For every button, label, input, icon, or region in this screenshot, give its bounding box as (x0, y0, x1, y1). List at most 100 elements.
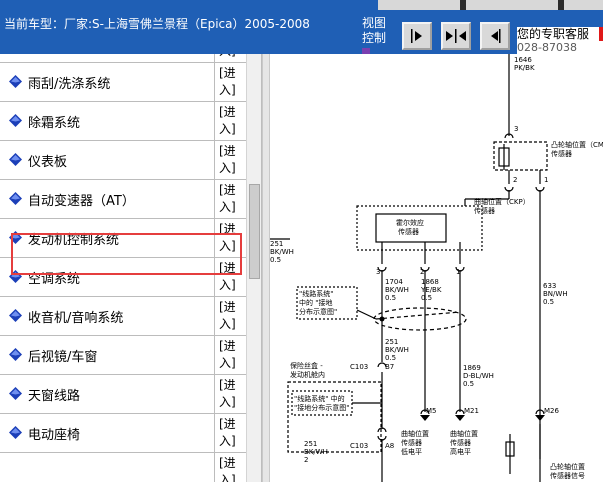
wire-1704-color: BK/WH (385, 286, 409, 294)
fit-page-button[interactable] (402, 22, 432, 50)
cmp-sensor-label2: 传感器 (551, 149, 572, 158)
diamond-bullet-icon (9, 153, 22, 166)
menu-item[interactable]: 后视镜/车窗 [进入] (0, 336, 246, 375)
circuit-note-b2: "接地分布示意图" (294, 403, 349, 412)
wire-251-bottom-size: 2 (304, 456, 308, 464)
enter-link[interactable]: [进入] (219, 378, 236, 409)
pin-m21: M21 (464, 407, 479, 415)
wire-251-mid-color: BK/WH (385, 346, 409, 354)
fusebox-label: 保险丝盒 - (290, 361, 323, 370)
hall-effect-label2: 传感器 (398, 227, 419, 236)
menu-column-divider (214, 258, 215, 296)
menu-item[interactable]: 空调系统 [进入] (0, 258, 246, 297)
previous-icon (491, 29, 501, 43)
ckp-low-label: 曲轴位置 (401, 429, 429, 438)
menu-item-label: 雨刮/洗涤系统 (28, 77, 111, 92)
current-vehicle-text: 当前车型：厂家:S-上海雪佛兰景程（Epica）2005-2008 (4, 17, 310, 31)
wire-251-mid-size: 0.5 (385, 354, 396, 362)
cam-signal-label: 凸轮轴位置 (550, 462, 585, 471)
menu-item-label: 仪表板 (28, 155, 68, 170)
wire-1704-size: 0.5 (385, 294, 396, 302)
menu-item[interactable]: 内部照明系统[进入] (0, 54, 246, 63)
wiring-diagram: 1646 PK/BK 3 凸轮轴位置（CMP） 传感器 2 1 曲轴位置（CKP… (270, 54, 603, 482)
fit-width-button[interactable] (441, 22, 471, 50)
cam-signal-label2: 传感器信号 (550, 471, 585, 480)
fit-width-icon (446, 29, 466, 43)
menu-item[interactable]: 雨刮/洗涤系统 [进入] (0, 63, 246, 102)
wire-1868-size: 0.5 (421, 294, 432, 302)
ckp-high-label2: 传感器 (450, 438, 471, 447)
wire-251-bottom-color: BK/WH (304, 448, 328, 456)
enter-link[interactable]: [进入] (219, 66, 236, 97)
pin-m5: M5 (426, 407, 437, 415)
enter-link[interactable]: [进入] (219, 144, 236, 175)
menu-item[interactable]: 电动座椅 [进入] (0, 414, 246, 453)
pin-a8: A8 (385, 442, 394, 450)
enter-link[interactable]: [进入] (219, 105, 236, 136)
wire-251-bottom: 251 (304, 440, 317, 448)
ckp-low-label2: 传感器 (401, 438, 422, 447)
cmp-sensor-label: 凸轮轴位置（CMP） (551, 140, 603, 149)
enter-link[interactable]: [进入] (219, 54, 241, 60)
menu-item[interactable]: [进入] (0, 453, 246, 482)
menu-item-label: 电动座椅 (28, 428, 81, 443)
diamond-bullet-icon (9, 426, 22, 439)
wire-251-left: 251 (270, 240, 283, 248)
top-toolbar-strip (378, 0, 603, 10)
menu-item-label: 除霜系统 (28, 116, 81, 131)
ckp-sensor-label2: 传感器 (474, 206, 495, 215)
diamond-bullet-icon (9, 75, 22, 88)
menu-column-divider (214, 297, 215, 335)
enter-link[interactable]: [进入] (219, 456, 236, 482)
menu-scrollbar[interactable] (246, 54, 261, 482)
diamond-bullet-icon (9, 114, 22, 127)
wire-251-left-color: BK/WH (270, 248, 294, 256)
service-red-marker (599, 27, 603, 41)
ckp-low-label3: 低电平 (401, 447, 422, 456)
previous-page-button[interactable] (480, 22, 510, 50)
menu-item[interactable]: 自动变速器（AT） [进入] (0, 180, 246, 219)
menu-column-divider (214, 219, 215, 257)
menu-column-divider (214, 336, 215, 374)
diamond-bullet-icon (9, 387, 22, 400)
menu-scroll-thumb[interactable] (249, 184, 260, 279)
diamond-bullet-icon (9, 348, 22, 361)
menu-item[interactable]: 发动机控制系统 [进入] (0, 219, 246, 258)
enter-link[interactable]: [进入] (219, 417, 236, 448)
menu-column-divider (214, 375, 215, 413)
enter-link[interactable]: [进入] (219, 339, 236, 370)
enter-link[interactable]: [进入] (219, 261, 236, 292)
panel-splitter[interactable] (262, 54, 270, 482)
enter-link[interactable]: [进入] (219, 300, 236, 331)
menu-item-label: 后视镜/车窗 (28, 350, 98, 365)
menu-column-divider (214, 414, 215, 452)
wire-1868-color: YE/BK (420, 286, 442, 294)
menu-item[interactable]: 仪表板 [进入] (0, 141, 246, 180)
view-control-label: 视图控制 (362, 16, 387, 45)
menu-column-divider (214, 54, 215, 62)
customer-service-panel: 您的专职客服 028-87038 (517, 27, 603, 54)
menu-item-label: 发动机控制系统 (28, 233, 120, 248)
service-phone: 028-87038 (517, 41, 577, 54)
fusebox-label2: 发动机舱内 (290, 370, 325, 379)
ckp-sensor-label: 曲轴位置（CKP） (474, 197, 530, 206)
menu-item[interactable]: 除霜系统 [进入] (0, 102, 246, 141)
menu-column-divider (214, 102, 215, 140)
menu-item[interactable]: 天窗线路[进入] (0, 375, 246, 414)
hall-effect-label: 霍尔效应 (396, 218, 424, 227)
wire-633-color: BN/WH (543, 290, 568, 298)
enter-link[interactable]: [进入] (219, 222, 236, 253)
cmp-pin1: 1 (544, 176, 548, 184)
wire-1646-color: PK/BK (514, 64, 535, 72)
enter-link[interactable]: [进入] (219, 183, 236, 214)
system-menu: 内部照明系统[进入]雨刮/洗涤系统[进入]除霜系统[进入]仪表板[进入]自动变速… (0, 54, 262, 482)
menu-item-label: 空调系统 (28, 272, 81, 287)
diamond-bullet-icon (9, 192, 22, 205)
circuit-note-b: "线路系统" 中的 (294, 394, 345, 403)
wire-1869: 1869 (463, 364, 481, 372)
wire-251-left-size: 0.5 (270, 256, 281, 264)
wire-1704: 1704 (385, 278, 403, 286)
menu-column-divider (214, 180, 215, 218)
menu-item-label: 自动变速器（AT） (28, 194, 135, 209)
menu-item[interactable]: 收音机/音响系统[进入] (0, 297, 246, 336)
